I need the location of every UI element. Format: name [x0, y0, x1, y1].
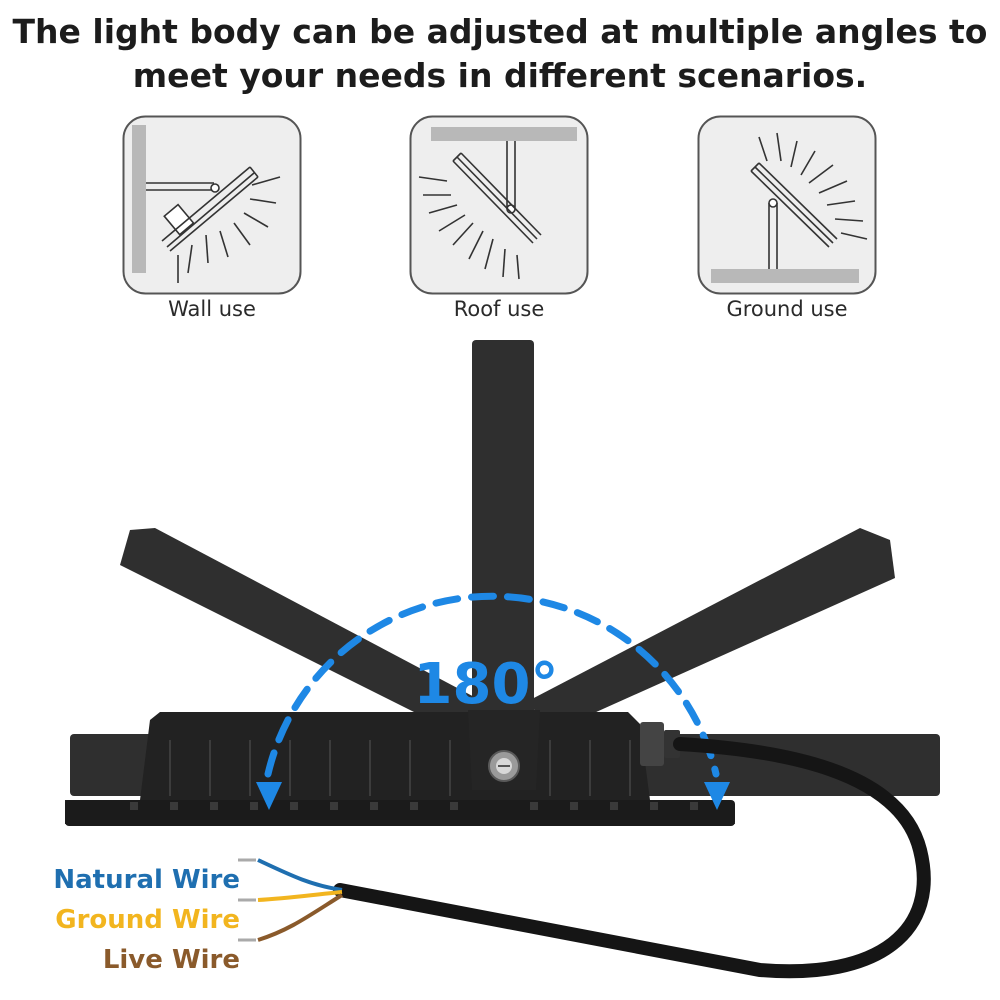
vertical-bracket-position: [472, 340, 534, 720]
page-title: The light body can be adjusted at multip…: [0, 10, 1000, 98]
ground-wire-label: Ground Wire: [55, 905, 240, 935]
roof-mount-icon: [409, 115, 589, 295]
arc-arrow-left-icon: [256, 782, 282, 810]
left-bracket-position: [120, 528, 480, 735]
ground-use-card: [697, 115, 877, 295]
rotation-arc: [256, 592, 730, 810]
right-bracket-position: [530, 528, 895, 735]
ground-use-label: Ground use: [726, 297, 848, 321]
headline-line-1: The light body can be adjusted at multip…: [12, 12, 988, 51]
roof-use-label: Roof use: [453, 297, 545, 321]
wall-use-card: [122, 115, 302, 295]
floodlight-illustration: 180°: [65, 340, 940, 979]
arc-arrow-right-icon: [704, 782, 730, 810]
ground-mount-icon: [697, 115, 877, 295]
headline-line-2: meet your needs in different scenarios.: [132, 56, 868, 95]
floodlight-housing: [65, 710, 735, 826]
wall-mount-icon: [122, 115, 302, 295]
power-cable: [238, 737, 931, 979]
roof-use-card: [409, 115, 589, 295]
natural-wire-label: Natural Wire: [53, 865, 240, 895]
live-wire-label: Live Wire: [102, 945, 240, 975]
wall-use-label: Wall use: [168, 297, 256, 321]
angle-label: 180°: [414, 652, 559, 717]
